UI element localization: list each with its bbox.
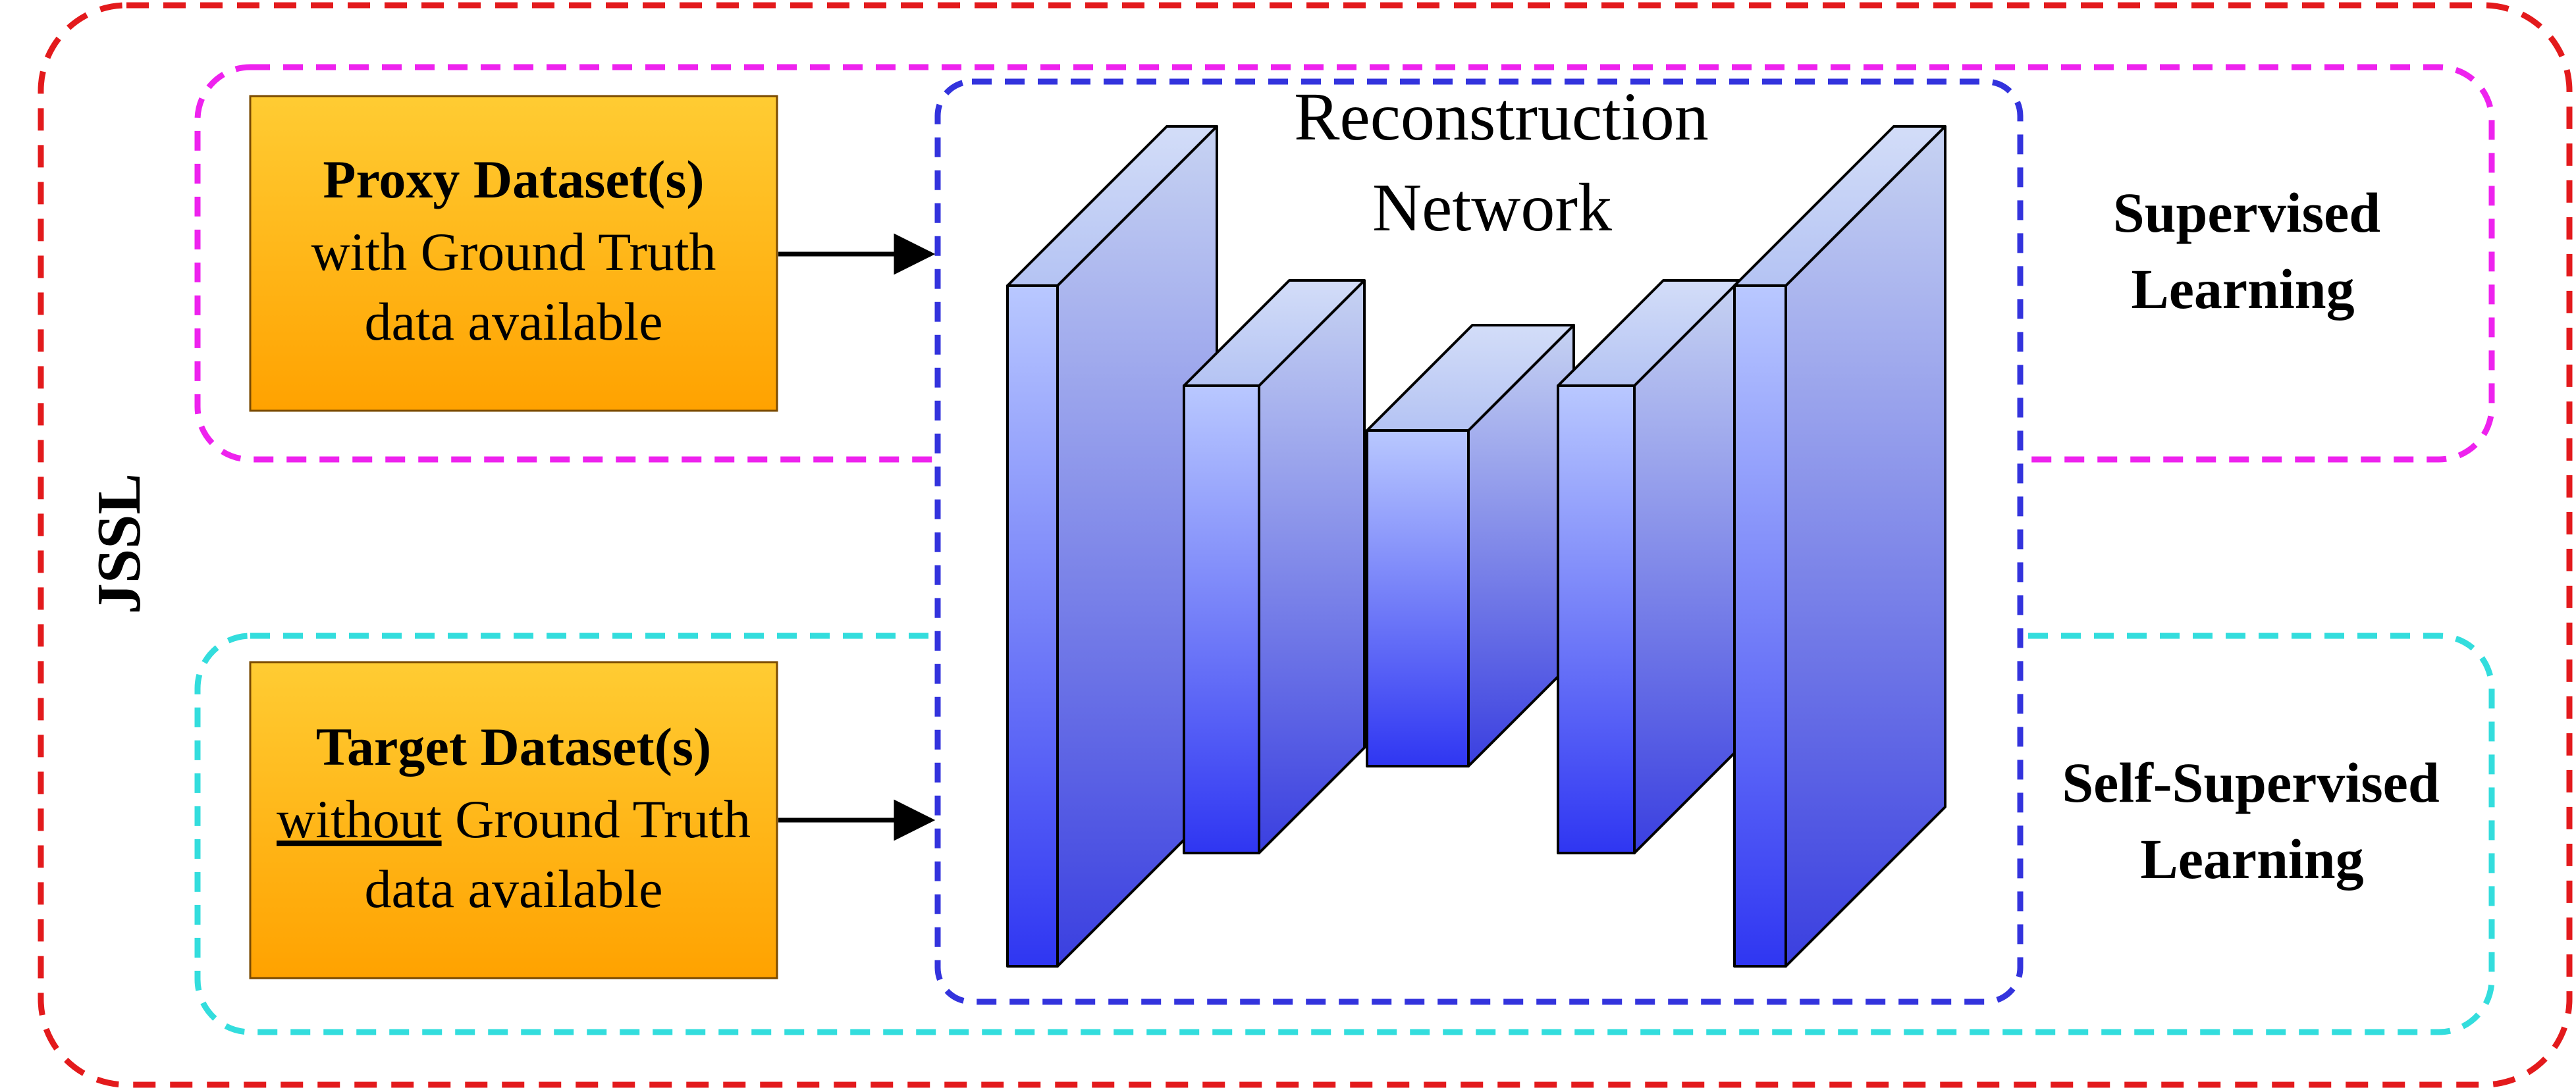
supervised-label-line2: Learning — [2131, 257, 2354, 321]
self-supervised-label-line2: Learning — [2140, 827, 2363, 891]
proxy-dataset-box: Proxy Dataset(s) with Ground Truth data … — [249, 95, 778, 412]
network-block-3 — [1366, 324, 1575, 767]
self-supervised-label-line1: Self-Supervised — [2062, 751, 2439, 814]
supervised-label-line1: Supervised — [2113, 181, 2380, 244]
target-box-line3: data available — [364, 859, 662, 919]
network-block-5 — [1733, 125, 1946, 968]
target-box-line2: without Ground Truth — [277, 789, 751, 849]
without-word: without — [277, 789, 442, 849]
network-block-2 — [1183, 279, 1366, 854]
network-title-line1: Reconstruction — [1294, 79, 1709, 155]
proxy-box-line3: data available — [364, 292, 662, 351]
proxy-box-title: Proxy Dataset(s) — [323, 149, 704, 209]
network-block-4 — [1557, 279, 1741, 854]
jssl-label: JSSL — [85, 473, 153, 614]
target-dataset-box: Target Dataset(s) without Ground Truth d… — [249, 661, 778, 979]
proxy-box-line2: with Ground Truth — [311, 222, 716, 282]
target-box-title: Target Dataset(s) — [316, 717, 711, 777]
network-title-line2: Network — [1372, 170, 1612, 246]
network-block-1 — [1006, 125, 1218, 968]
target-box-line2-rest: Ground Truth — [442, 789, 751, 849]
